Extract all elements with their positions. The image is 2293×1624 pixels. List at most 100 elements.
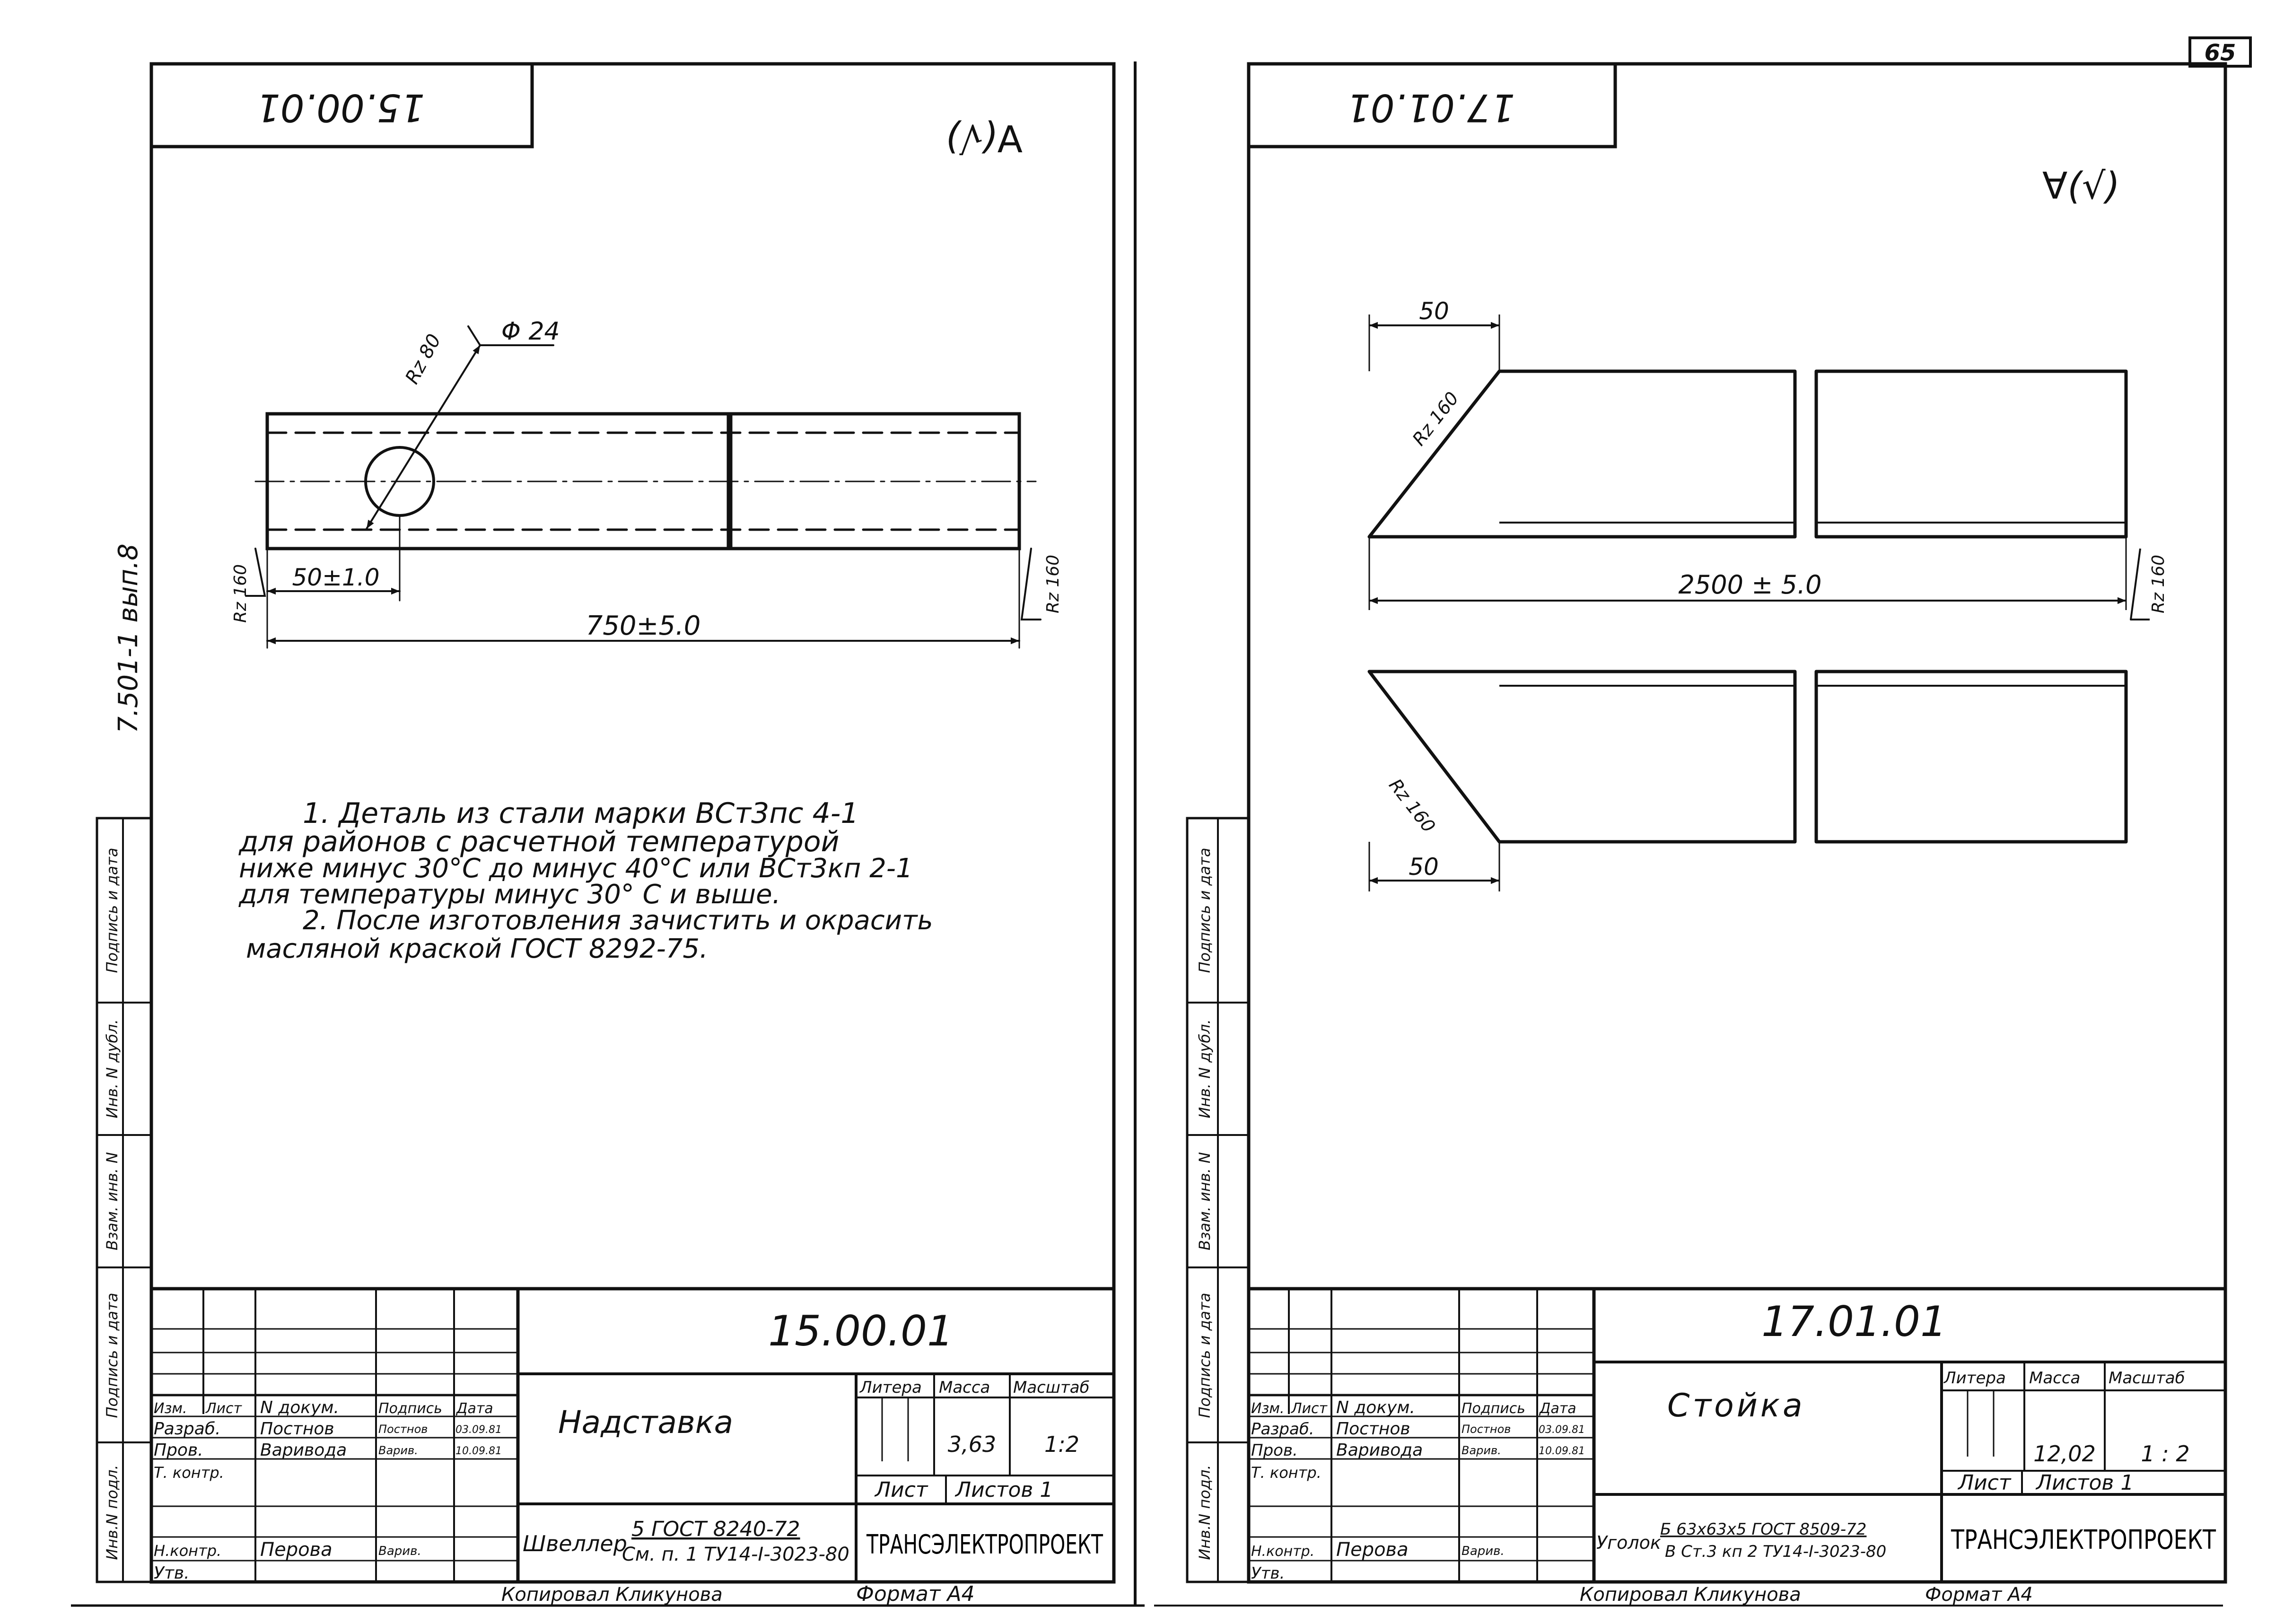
left-mass-value: 3,63 [948, 1432, 996, 1457]
page-number-box: 65 [2188, 36, 2252, 68]
right-corner-code: 17.01.01 [1347, 86, 1515, 130]
right-title-block [1249, 1287, 2225, 1582]
left-sheet-label: Лист [874, 1478, 928, 1502]
right-row-1-role: Разраб. [1251, 1420, 1314, 1439]
left-dim-hole: Φ 24 [501, 317, 560, 346]
left-row-1-date: 03.09.81 [455, 1424, 502, 1436]
left-corner-code: 15.00.01 [256, 86, 425, 130]
right-row-1-date: 03.09.81 [1539, 1424, 1585, 1436]
left-series-label: 7.501-1 вып.8 [113, 543, 144, 733]
left-row-1-role: Разраб. [154, 1419, 220, 1439]
left-row-2-sign: Варив. [378, 1444, 418, 1457]
left-row-2-role: Пров. [154, 1441, 203, 1460]
left-dim-rz-left: Rz 160 [231, 564, 250, 623]
left-row-5-name: Перова [260, 1539, 333, 1561]
right-part-drawing [1367, 314, 2150, 891]
right-col-ndokum: N докум. [1336, 1398, 1415, 1417]
right-dim-rz-top: Rz 160 [1408, 388, 1462, 449]
right-sheets-label: Листов 1 [2035, 1471, 2134, 1495]
right-row-5-role: Н.контр. [1251, 1543, 1314, 1560]
left-mass-label: Масса [939, 1378, 990, 1397]
left-scale-label: Масштаб [1013, 1378, 1090, 1397]
right-row-5-sign: Варив. [1462, 1544, 1505, 1558]
right-dim-length: 2500 ± 5.0 [1679, 570, 1822, 600]
left-row-1-name: Постнов [260, 1419, 334, 1439]
left-note-line-2: для районов с расчетной температурой [238, 825, 840, 858]
right-dim-top-offset: 50 [1419, 297, 1449, 325]
right-format: Формат А4 [1925, 1584, 2033, 1606]
right-scale-value: 1 : 2 [2141, 1441, 2189, 1467]
left-sheet [71, 61, 1145, 1607]
left-part-name: Надставка [558, 1404, 733, 1441]
right-mass-value: 12,02 [2033, 1441, 2096, 1467]
right-copied-by: Копировал Кликунова [1580, 1584, 1801, 1606]
left-organization: ТРАНСЭЛЕКТРОПРОЕКТ [866, 1529, 1103, 1560]
left-note-line-1: 1. Деталь из стали марки ВСт3пс 4-1 [303, 797, 859, 830]
right-mass-label: Масса [2029, 1369, 2080, 1388]
right-col-list: Лист [1291, 1400, 1328, 1417]
left-row-6-role: Утв. [154, 1563, 190, 1583]
left-col-podpis: Подпись [378, 1400, 442, 1417]
left-title-block-text: 15.00.01 Изм. Лист N докум. Подпись Дата… [154, 1307, 1103, 1583]
left-row-2-date: 10.09.81 [455, 1445, 502, 1457]
left-note-line-6: масляной краской ГОСТ 8292-75. [246, 934, 708, 964]
left-stamp-podpis-2: Подпись и дата [103, 847, 121, 973]
left-row-1-sign: Постнов [378, 1423, 428, 1436]
right-material-top: Б 63x63x5 ГОСТ 8509-72 [1660, 1520, 1866, 1539]
right-title-block-text: 17.01.01 Изм. Лист N докум. Подпись Дата… [1251, 1297, 2216, 1583]
right-scale-label: Масштаб [2109, 1369, 2185, 1388]
right-litera-label: Литера [1943, 1369, 2006, 1388]
left-col-list: Лист [205, 1400, 243, 1417]
left-litera-label: Литера [859, 1378, 922, 1397]
right-part-name: Стойка [1667, 1387, 1805, 1424]
left-title-block [151, 1287, 1114, 1582]
right-row-2-sign: Варив. [1462, 1444, 1501, 1457]
left-sheets-label: Листов 1 [954, 1478, 1053, 1502]
right-row-1-name: Постнов [1336, 1419, 1410, 1439]
right-organization: ТРАНСЭЛЕКТРОПРОЕКТ [1951, 1525, 2216, 1555]
left-row-3-role: Т. контр. [154, 1464, 224, 1482]
left-stamp-inv-podl: Инв.N подл. [103, 1465, 121, 1560]
left-copied-by: Копировал Кликунова [501, 1584, 723, 1606]
left-row-5-sign: Варив. [378, 1544, 421, 1558]
left-col-ndokum: N докум. [260, 1398, 339, 1417]
left-doc-code: 15.00.01 [768, 1307, 954, 1355]
left-format: Формат А4 [856, 1582, 975, 1606]
right-row-2-name: Варивода [1336, 1441, 1423, 1460]
right-row-3-role: Т. контр. [1251, 1464, 1322, 1482]
right-row-1-sign: Постнов [1462, 1423, 1511, 1436]
left-dim-rz-right: Rz 160 [1043, 555, 1063, 613]
right-material-bottom: В Ст.3 кп 2 ТУ14-I-3023-80 [1665, 1542, 1886, 1561]
page-number: 65 [2205, 40, 2236, 66]
right-sheet-label: Лист [1957, 1471, 2012, 1495]
left-roughness-mark: ∀(√) [945, 116, 1023, 159]
left-stamp-podpis-1: Подпись и дата [103, 1292, 121, 1418]
left-stamp-vzam: Взам. инв. N [103, 1152, 121, 1250]
right-row-2-role: Пров. [1251, 1441, 1298, 1460]
right-roughness-mark: ∀(√) [2042, 165, 2120, 208]
left-col-izm: Изм. [154, 1400, 187, 1417]
right-stamp-inv-dubl: Инв. N дубл. [1196, 1019, 1214, 1118]
right-doc-code: 17.01.01 [1761, 1297, 1947, 1346]
left-material-bottom: См. п. 1 ТУ14-I-3023-80 [622, 1544, 849, 1565]
right-col-podpis: Подпись [1462, 1400, 1525, 1417]
right-dim-rz-end: Rz 160 [2149, 555, 2168, 613]
right-row-6-role: Утв. [1251, 1564, 1285, 1583]
left-material-prefix: Швеллер [523, 1531, 627, 1556]
left-col-data: Дата [455, 1400, 493, 1417]
left-row-5-role: Н.контр. [154, 1542, 221, 1560]
left-stamp-inv-dubl: Инв. N дубл. [103, 1019, 121, 1118]
right-material-prefix: Уголок [1596, 1532, 1661, 1553]
left-dim-hole-rz: Rz 80 [401, 331, 445, 388]
right-stamp-inv-podl: Инв.N подл. [1196, 1465, 1214, 1560]
left-dim-length: 750±5.0 [586, 611, 701, 641]
left-note-line-4: для температуры минус 30° С и выше. [238, 879, 780, 910]
right-row-5-name: Перова [1336, 1539, 1409, 1561]
right-col-data: Дата [1539, 1400, 1576, 1417]
left-side-stamp-labels: Инв.N подл. Подпись и дата Взам. инв. N … [103, 847, 121, 1560]
right-col-izm: Изм. [1251, 1400, 1285, 1417]
left-material-top: 5 ГОСТ 8240-72 [631, 1517, 800, 1541]
left-dim-edge: 50±1.0 [292, 564, 379, 591]
left-note-line-3: ниже минус 30°С до минус 40°С или ВСт3кп… [239, 853, 913, 884]
